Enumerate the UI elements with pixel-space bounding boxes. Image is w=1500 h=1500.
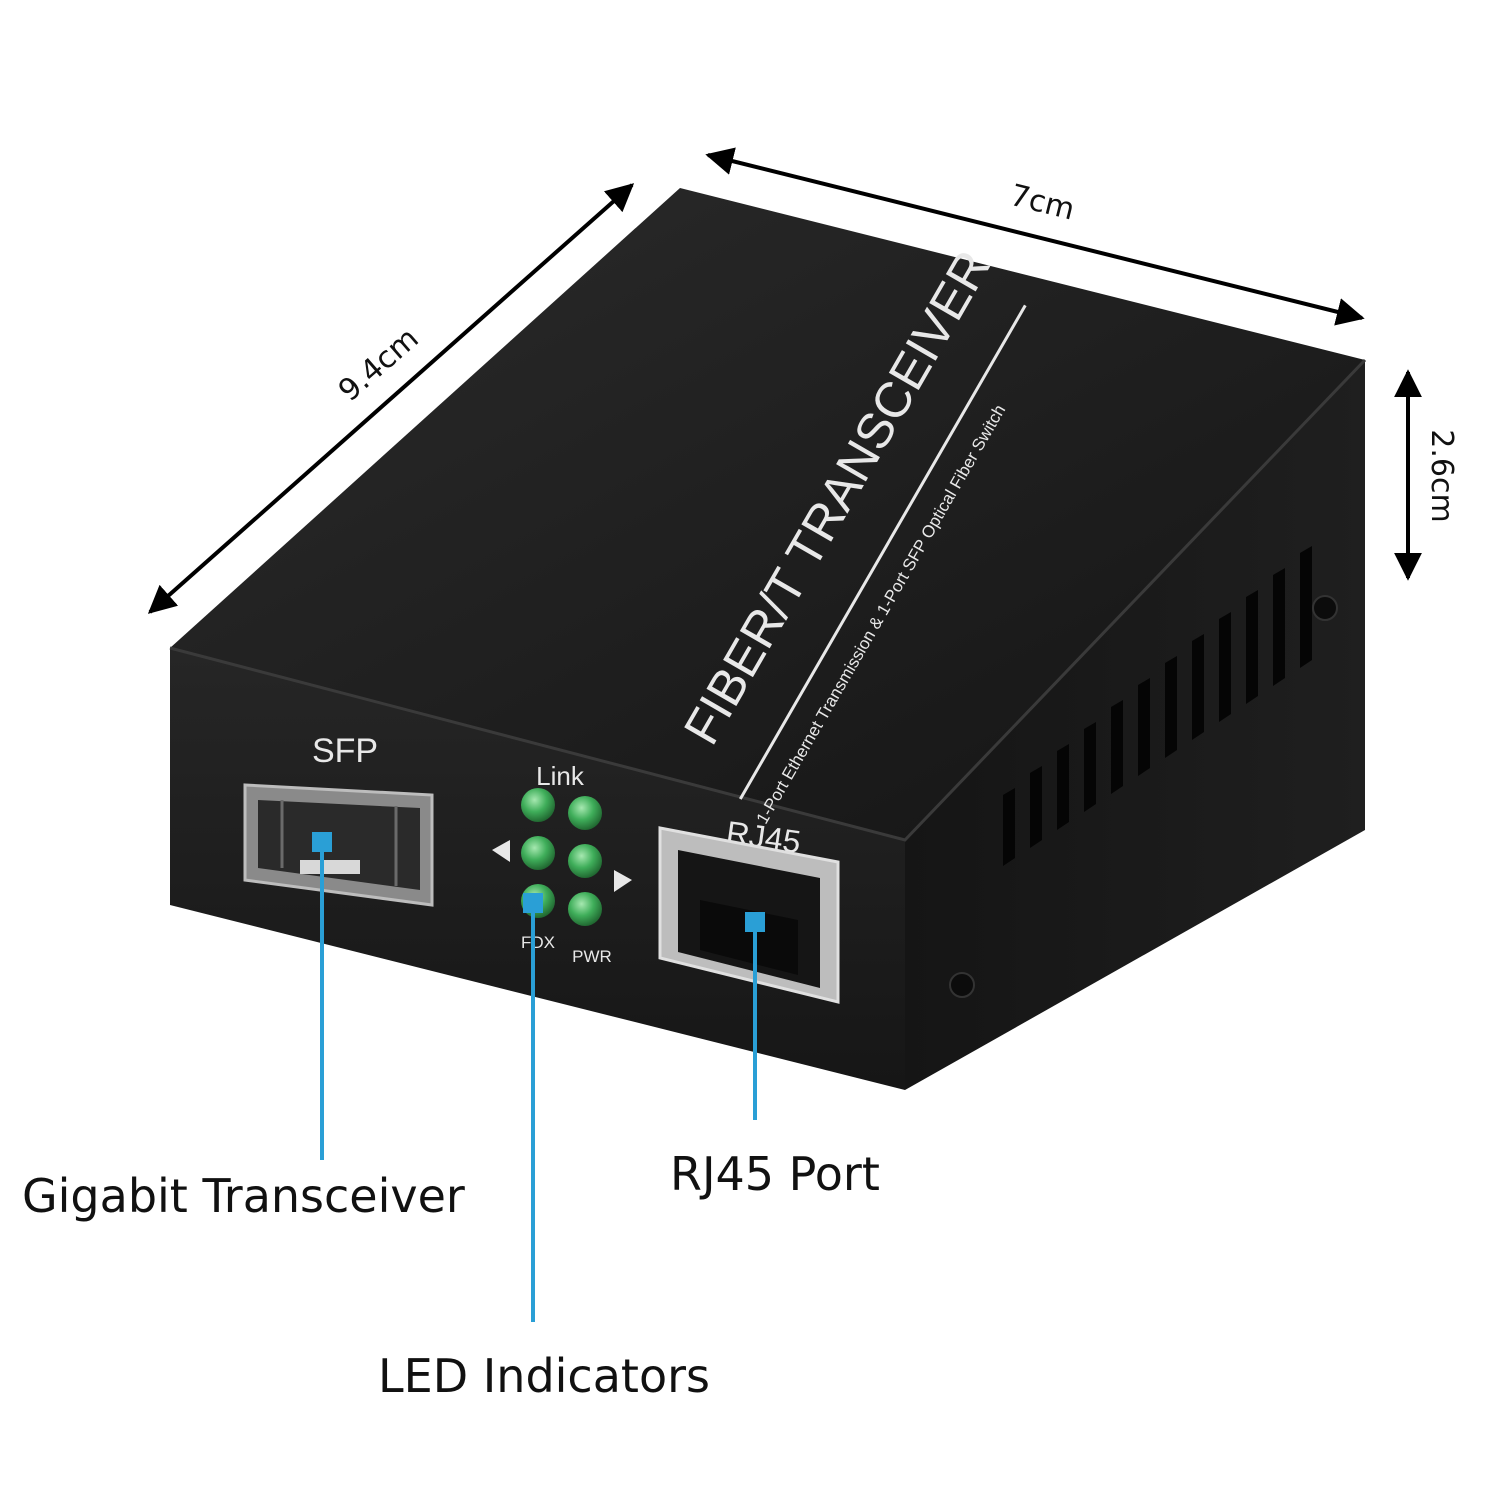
led-fdx-label: FDX xyxy=(521,933,555,952)
label-underline xyxy=(739,304,1027,800)
device-top-face xyxy=(170,188,1365,840)
led-pwr-label: PWR xyxy=(572,947,612,966)
led xyxy=(568,892,602,926)
callout-marker xyxy=(523,893,543,913)
side-vents xyxy=(1003,546,1312,866)
sfp-label: SFP xyxy=(312,732,378,770)
screw-icon xyxy=(1312,595,1338,621)
device-side-face xyxy=(905,360,1365,1090)
height-label: 2.6cm xyxy=(1424,429,1459,522)
led xyxy=(568,796,602,830)
depth-arrow xyxy=(147,183,635,614)
screw-icon xyxy=(949,972,975,998)
callout-sfp: Gigabit Transceiver xyxy=(22,832,465,1223)
depth-label: 9.4cm xyxy=(332,321,425,409)
sfp-port[interactable] xyxy=(243,783,434,907)
edge-highlight xyxy=(169,358,1367,842)
arrow-right-icon xyxy=(614,870,632,892)
width-label: 7cm xyxy=(1007,178,1078,228)
callout-marker xyxy=(312,832,332,852)
led-link-label: Link xyxy=(536,761,585,791)
media-converter: FIBER/T TRANSCEIVER 1-Port Ethernet Tran… xyxy=(169,188,1367,1090)
callout-sfp-label: Gigabit Transceiver xyxy=(22,1169,465,1223)
height-dimension: 2.6cm xyxy=(1394,369,1459,581)
led xyxy=(568,844,602,878)
width-arrow xyxy=(705,147,1365,326)
callout-rj45: RJ45 Port xyxy=(670,912,880,1201)
callout-led: LED Indicators xyxy=(378,893,710,1403)
arrow-left-icon xyxy=(492,840,510,862)
led xyxy=(521,836,555,870)
led xyxy=(521,788,555,822)
callout-rj45-label: RJ45 Port xyxy=(670,1147,880,1201)
callout-marker xyxy=(745,912,765,932)
callout-led-label: LED Indicators xyxy=(378,1349,710,1403)
led-indicators xyxy=(492,788,632,926)
